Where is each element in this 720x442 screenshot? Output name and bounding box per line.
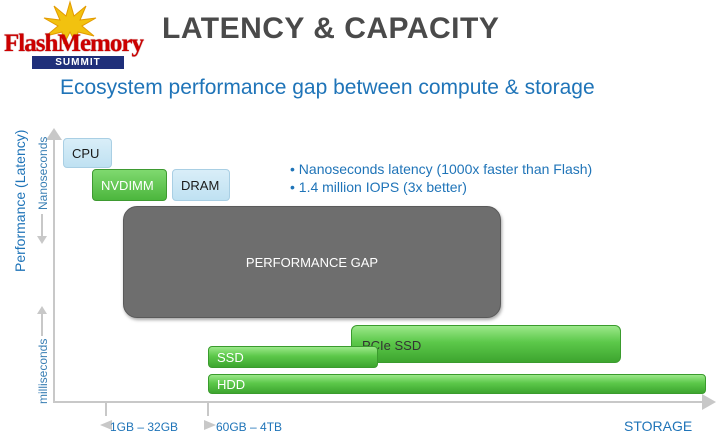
starburst-icon [43,0,97,44]
arrow-left-icon [100,420,112,430]
x-range-2-label: 60GB – 4TB [216,420,283,434]
x-axis-label: STORAGE [624,418,693,434]
page-title: LATENCY & CAPACITY [162,12,500,45]
arrow-right-icon [204,420,216,430]
bullet-item: • 1.4 million IOPS (3x better) [290,179,467,195]
arrow-up-icon [37,306,47,336]
y-axis-line [53,136,55,402]
x-tick [207,402,209,416]
bullet-list: • Nanoseconds latency (1000x faster than… [290,160,592,196]
bullet-item: • Nanoseconds latency (1000x faster than… [290,161,593,177]
ssd-box: SSD [208,346,378,368]
nvdimm-box: NVDIMM [92,169,167,201]
x-axis-arrow-icon [702,394,716,410]
y-axis-top-label: Nanoseconds [36,136,50,210]
performance-gap-box: PERFORMANCE GAP [123,206,501,318]
arrow-down-icon [37,214,47,244]
flash-memory-summit-logo: FlashMemory SUMMIT [0,0,144,80]
hdd-box: HDD [208,374,706,394]
cpu-box: CPU [63,138,112,168]
x-tick [105,402,107,416]
page-subtitle: Ecosystem performance gap between comput… [60,76,595,99]
y-axis-label: Performance (Latency) [12,129,28,272]
logo-wordmark: FlashMemory [4,30,144,57]
x-axis-line [53,401,703,403]
pcie-ssd-box: PCIe SSD [351,325,621,363]
dram-box: DRAM [172,169,230,201]
x-range-1-label: 1GB – 32GB [110,420,179,434]
y-axis-arrow-icon [46,128,62,140]
logo-summit-bar: SUMMIT [32,56,124,69]
y-axis-bottom-label: milliseconds [36,338,50,404]
